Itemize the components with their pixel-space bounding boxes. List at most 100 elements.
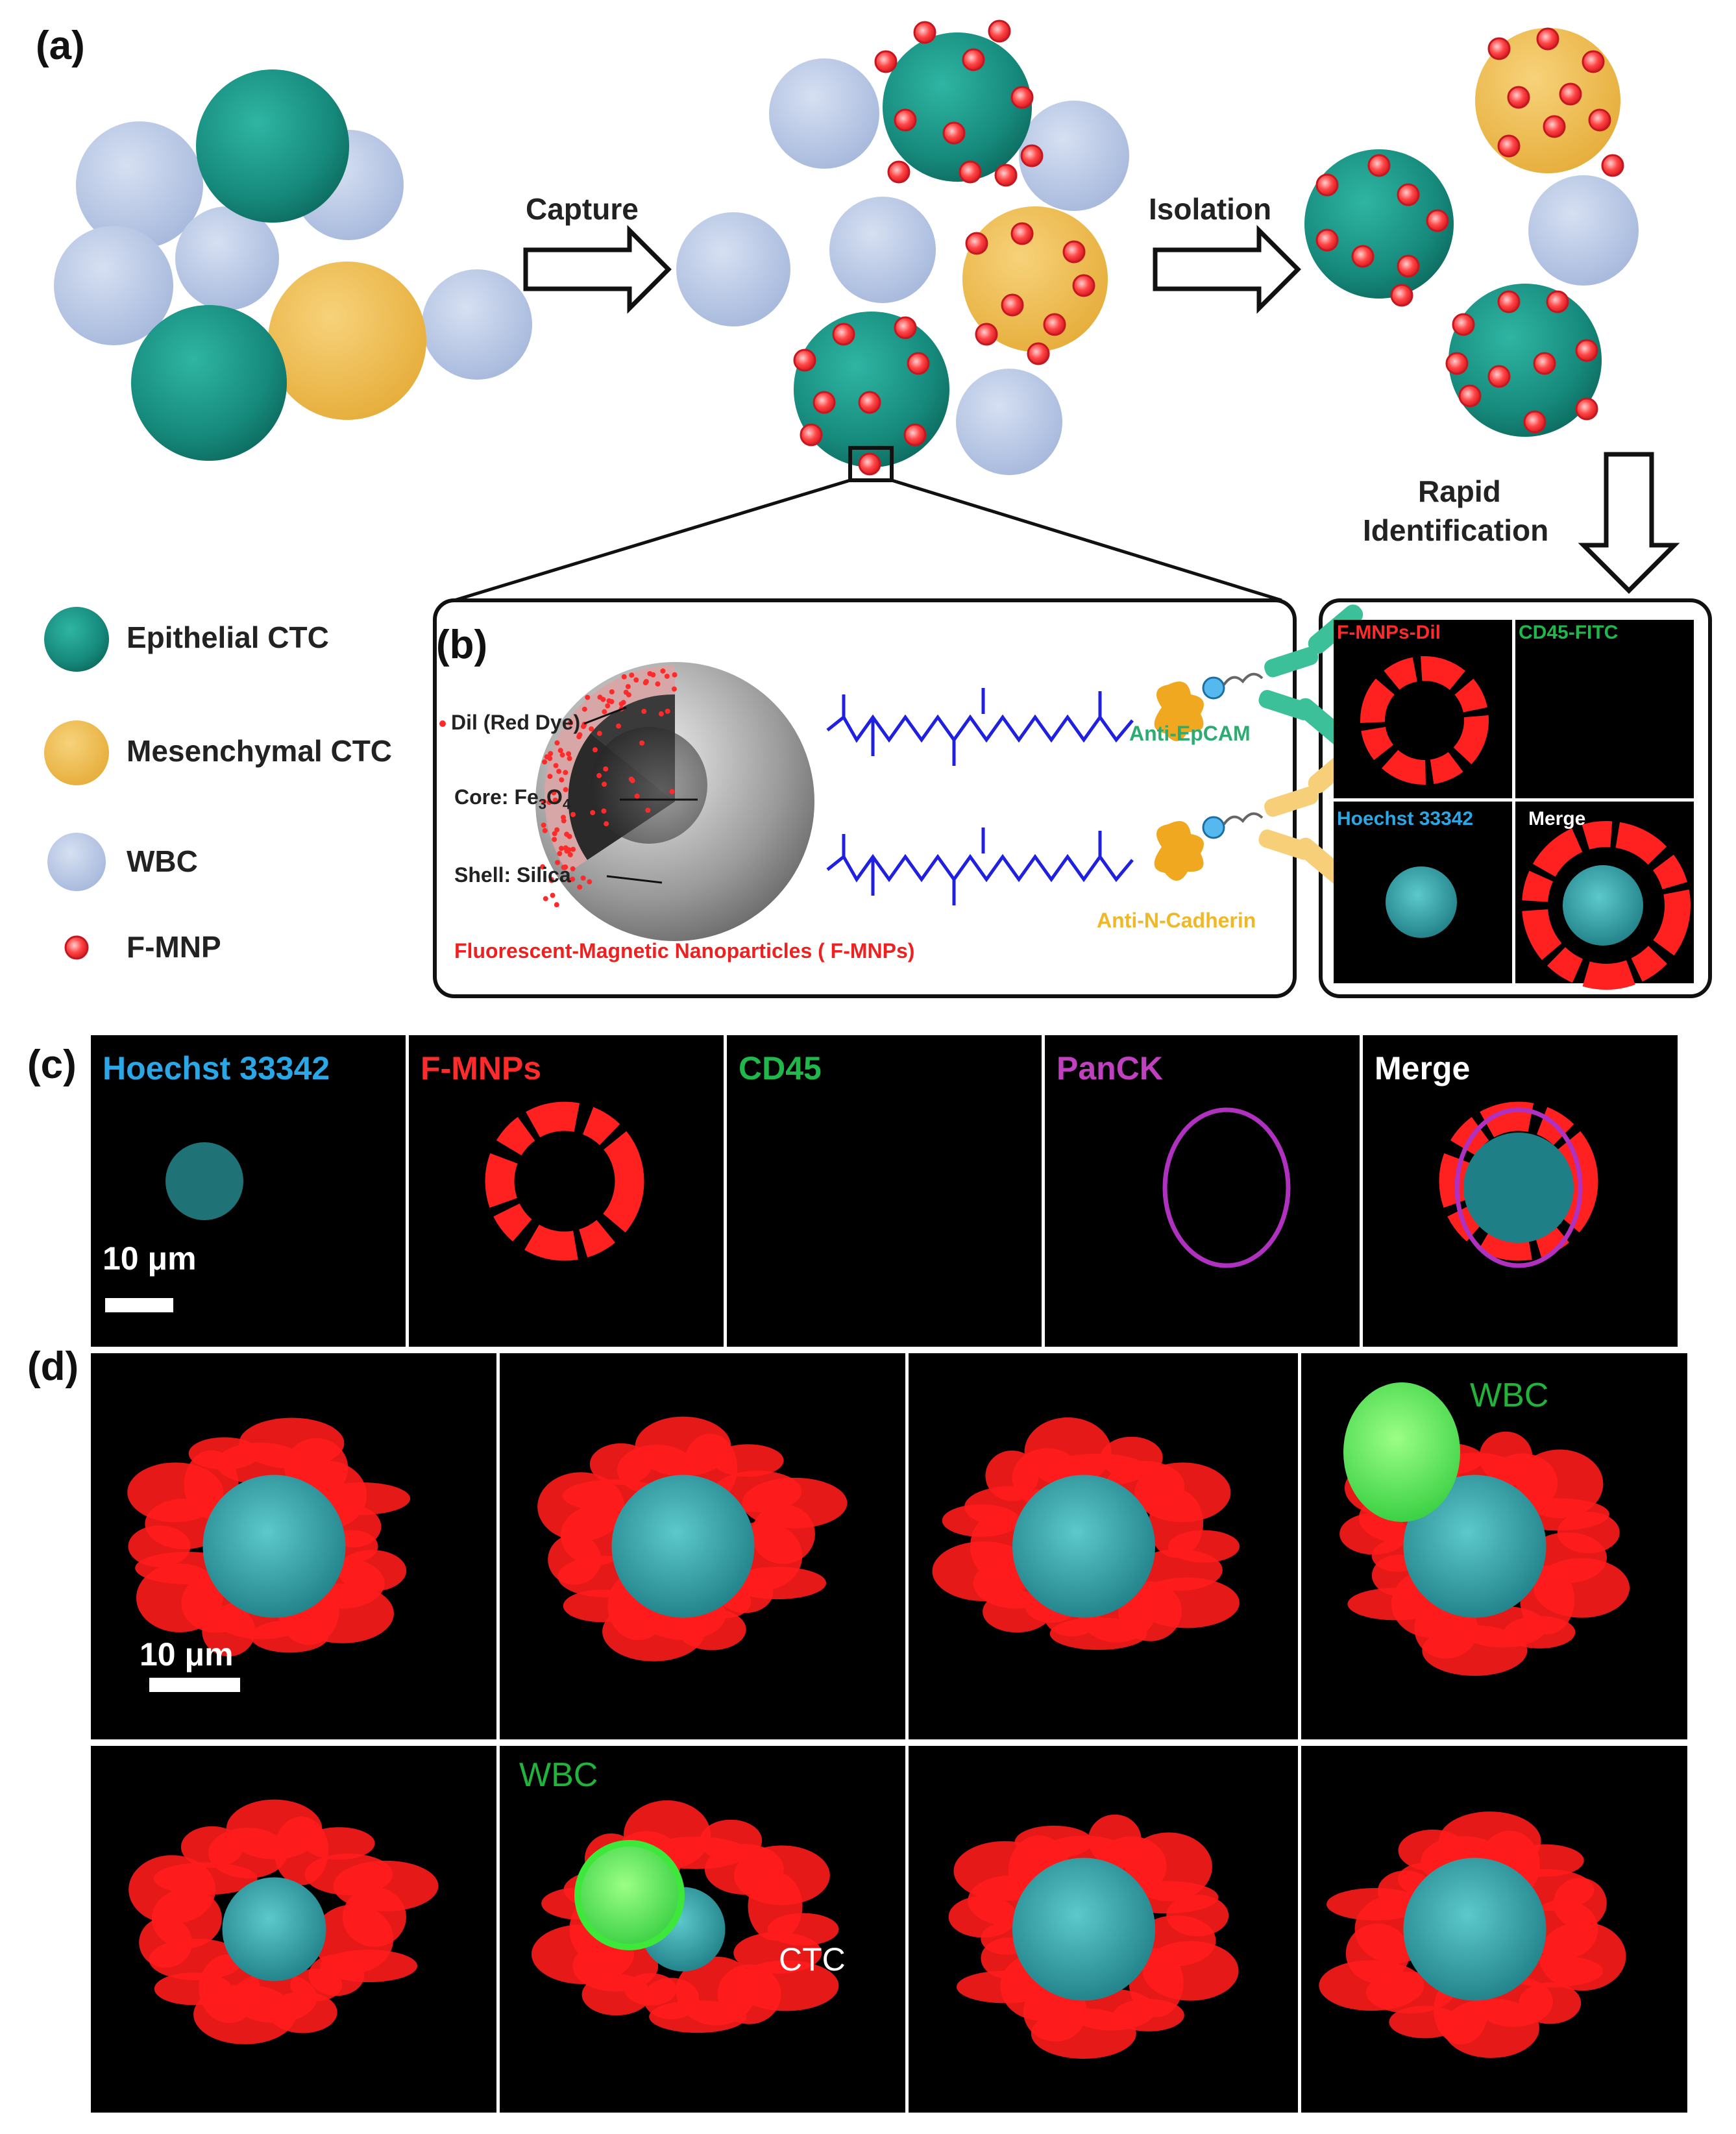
dye-dot (665, 709, 670, 714)
f-mnp-particle (963, 49, 984, 70)
core-label: Core: Fe3O4 (454, 785, 570, 813)
f-mnp-particle (1398, 184, 1419, 205)
dye-dot (560, 752, 565, 757)
wbc-label: WBC (519, 1756, 598, 1795)
rapid-label: Rapid (1418, 474, 1501, 509)
capture-label: Capture (526, 191, 639, 227)
f-mnp-particle (1352, 246, 1373, 267)
f-mnp-particle (1012, 87, 1033, 108)
dye-dot (543, 828, 548, 833)
dye-dot (597, 731, 602, 736)
id-channel-fmnps: F-MNPs-Dil (1337, 622, 1441, 644)
f-mnp-particle (1460, 386, 1480, 406)
dye-dot (550, 893, 556, 898)
panel-c-tile: Merge (1363, 1035, 1678, 1347)
particle-caption: Fluorescent-Magnetic Nanoparticles ( F-M… (454, 939, 914, 963)
f-mnp-particle (996, 165, 1016, 186)
panel-d-tile (1301, 1746, 1687, 2113)
panel-c-tile: Hoechst 3334210 μm (91, 1035, 406, 1347)
f-mnp-particle (875, 51, 896, 72)
scale-bar-label: 10 μm (103, 1240, 197, 1277)
dye-dot (581, 876, 586, 881)
dye-dot (570, 812, 576, 817)
dye-dot (559, 778, 564, 783)
dye-dot (650, 672, 655, 678)
nucleus (203, 1475, 346, 1618)
dye-dot (548, 751, 553, 756)
f-mnp-particle (1589, 110, 1610, 130)
nucleus (612, 1475, 755, 1618)
f-mnp-particle (895, 317, 916, 338)
dye-dot (602, 709, 607, 715)
f-mnp-particle (859, 454, 880, 474)
anti-epcam-label: Anti-EpCAM (1129, 722, 1251, 746)
dye-dot (543, 896, 548, 901)
f-mnp-particle (1073, 275, 1094, 296)
panel-d-tile (500, 1746, 905, 2113)
dye-label: Dil (Red Dye) (451, 711, 580, 735)
panel-label-c: (c) (27, 1042, 77, 1088)
f-mnp-particle (1028, 343, 1049, 364)
f-mnp-particle (1547, 291, 1568, 312)
dye-dot (567, 834, 572, 839)
dye-dot (660, 668, 665, 674)
dye-dot (609, 689, 615, 694)
f-mnp-particle (905, 424, 925, 445)
f-mnp-particle (1317, 230, 1338, 251)
panel-c-channel-label: Merge (1375, 1049, 1470, 1087)
f-mnp-particle (1021, 145, 1042, 166)
panel-c-channel-label: PanCK (1057, 1049, 1163, 1087)
dye-dot (559, 846, 564, 851)
nucleus (223, 1878, 326, 1981)
dye-dot (644, 679, 649, 684)
dye-dot (554, 763, 559, 768)
scale-bar (149, 1678, 240, 1692)
dye-dot (552, 837, 557, 842)
panel-c-tile: F-MNPs (409, 1035, 724, 1347)
anti-ncadherin-label: Anti-N-Cadherin (1097, 909, 1256, 933)
legend-mesenchymal-ctc: Mesenchymal CTC (127, 733, 392, 768)
dye-dot (577, 885, 582, 890)
nucleus (1404, 1858, 1547, 2001)
isolated-cells (1304, 28, 1639, 437)
f-mnp-particle (1369, 155, 1389, 176)
dye-dot (568, 852, 573, 857)
dye-dot (542, 759, 547, 765)
dye-dot (672, 687, 677, 692)
dye-dot (558, 748, 563, 753)
panel-label-a: (a) (36, 23, 85, 69)
dye-dot (563, 770, 568, 775)
dye-dot (621, 700, 626, 705)
dye-dot (563, 845, 568, 850)
epithelial-ctc-icon (44, 607, 109, 672)
f-mnp-particle (814, 392, 835, 413)
f-mnp-particle (989, 21, 1010, 42)
panel-c-tile: CD45 (727, 1035, 1042, 1347)
dye-dot (541, 822, 546, 828)
nanoparticle-diagram (535, 662, 814, 941)
ctc-label: CTC (779, 1941, 846, 1978)
panel-label-b: (b) (436, 622, 487, 668)
panel-d-tile (909, 1353, 1298, 1739)
dye-dot (609, 699, 615, 704)
f-mnp-particle (888, 162, 909, 182)
dye-dot (604, 821, 609, 826)
wbc-label: WBC (1470, 1376, 1548, 1415)
dye-dot (629, 672, 634, 678)
capture-arrow-icon (526, 230, 668, 308)
dye-dot (626, 684, 631, 689)
identification-label: Identification (1363, 513, 1548, 548)
dye-dot (567, 756, 572, 761)
f-mnp-particle (1489, 38, 1510, 59)
wbc-cell-green (574, 1840, 685, 1950)
panel-d-tile (909, 1746, 1298, 2113)
id-channel-hoechst: Hoechst 33342 (1337, 808, 1473, 830)
dye-dot (585, 695, 590, 700)
f-mnp-particle (1544, 116, 1565, 137)
epithelial-ctc-cell (196, 69, 349, 223)
f-mnp-particle (914, 22, 935, 43)
dye-dot (589, 726, 594, 731)
dye-dot (669, 789, 674, 794)
dye-dot (582, 707, 587, 712)
mesenchymal-ctc-icon (44, 720, 109, 785)
